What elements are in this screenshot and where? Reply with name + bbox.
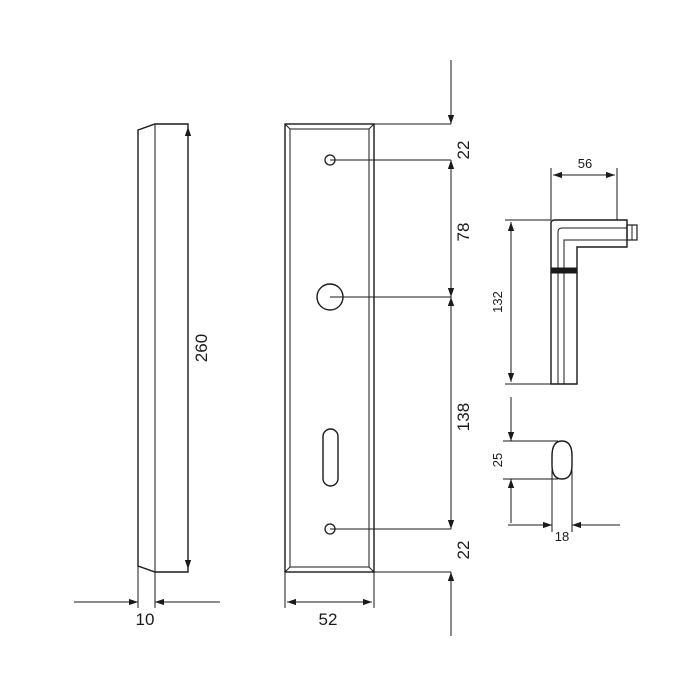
- section-width-label: 18: [555, 529, 569, 544]
- bevel-corner-tr: [368, 123, 375, 130]
- hole-to-spindle-label: 78: [454, 223, 473, 242]
- handle-view: [505, 168, 638, 385]
- backplate-inner: [289, 128, 370, 568]
- bevel-corner-bl: [284, 566, 291, 573]
- side-height-label: 260: [192, 334, 211, 362]
- backplate-outer: [284, 123, 375, 573]
- handle-height-label: 132: [490, 291, 505, 313]
- keyhole-slot: [322, 428, 339, 487]
- plate-width-label: 52: [319, 610, 338, 629]
- handle-outline: [550, 219, 628, 385]
- section-height-label: 25: [490, 453, 505, 467]
- section-outline: [551, 440, 573, 480]
- bevel-corner-tl: [284, 123, 291, 130]
- rose-joint: [550, 267, 578, 274]
- side-view-outline: [137, 123, 189, 573]
- top-margin-label: 22: [454, 141, 473, 160]
- handle-inner-line-2: [563, 239, 627, 384]
- front-view: [284, 60, 455, 636]
- side-thickness-label: 10: [136, 610, 155, 629]
- spindle-to-hole-label: 138: [454, 403, 473, 431]
- side-view: [74, 123, 220, 608]
- handle-section: [503, 397, 620, 532]
- bevel-corner-br: [368, 566, 375, 573]
- bottom-margin-label: 22: [454, 541, 473, 560]
- handle-length-label: 56: [578, 156, 592, 171]
- handle-inner-line-1: [557, 227, 627, 384]
